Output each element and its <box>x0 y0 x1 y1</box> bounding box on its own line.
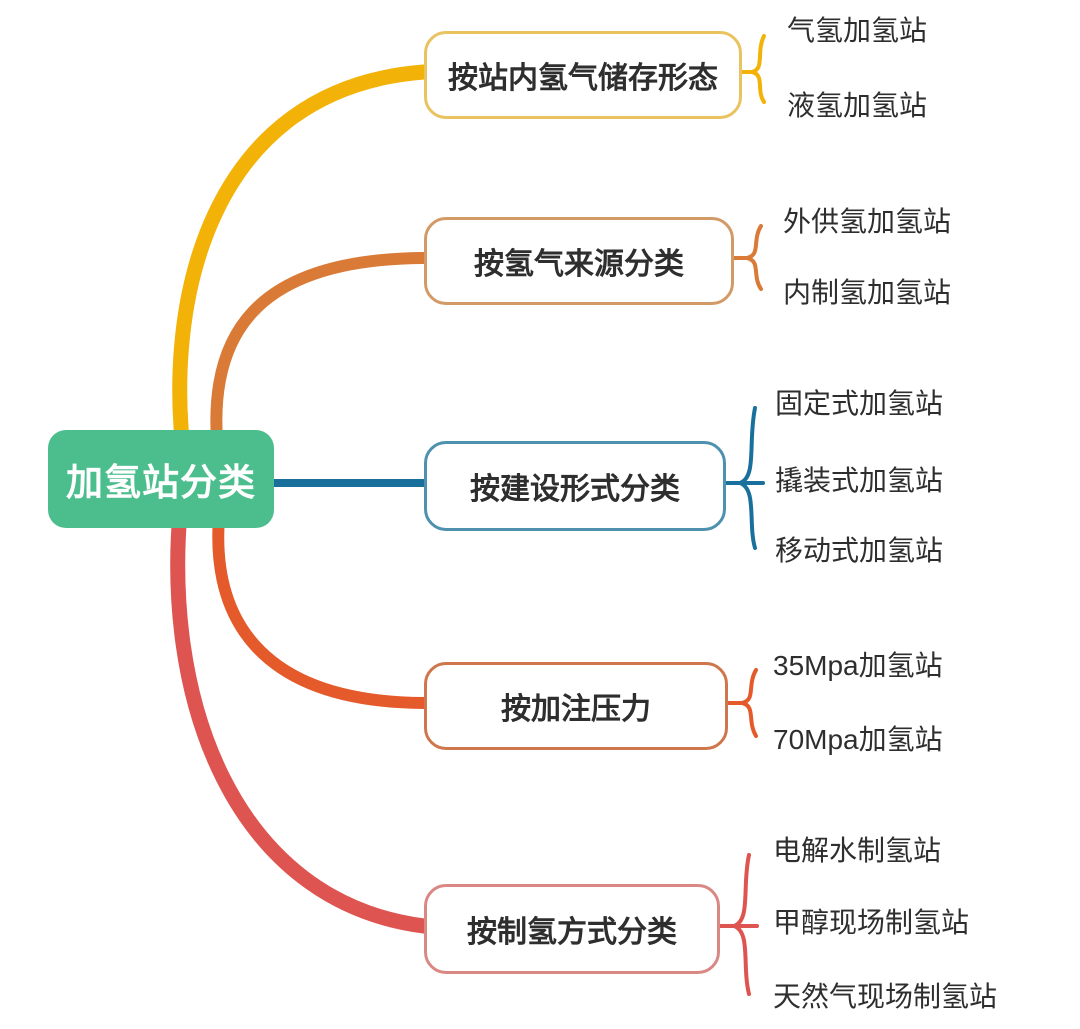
branch-node-pressure[interactable]: 按加注压力 <box>424 662 728 750</box>
connector-branch-source <box>210 252 430 474</box>
connector-branch-storage <box>172 64 432 473</box>
fork-branch-construction <box>718 406 765 550</box>
leaf-node-natgas-onsite[interactable]: 天然气现场制氢站 <box>773 981 998 1012</box>
branch-node-production[interactable]: 按制氢方式分类 <box>424 884 720 974</box>
leaf-node-methanol-onsite[interactable]: 甲醇现场制氢站 <box>773 907 970 938</box>
leaf-node-70mpa[interactable]: 70Mpa加氢站 <box>773 724 943 755</box>
leaf-node-external-supply[interactable]: 外供氢加氢站 <box>783 206 952 237</box>
leaf-node-gas-hydrogen[interactable]: 气氢加氢站 <box>787 15 928 46</box>
leaf-node-electrolysis[interactable]: 电解水制氢站 <box>773 835 942 866</box>
fork-branch-production <box>712 853 759 996</box>
branch-node-construction[interactable]: 按建设形式分类 <box>424 441 726 531</box>
root-node[interactable]: 加氢站分类 <box>48 430 274 528</box>
leaf-node-skid-mounted[interactable]: 撬装式加氢站 <box>775 465 944 496</box>
leaf-node-mobile[interactable]: 移动式加氢站 <box>775 535 944 566</box>
leaf-node-liquid-hydrogen[interactable]: 液氢加氢站 <box>787 90 928 121</box>
leaf-node-fixed[interactable]: 固定式加氢站 <box>775 388 944 419</box>
branch-node-storage[interactable]: 按站内氢气储存形态 <box>424 31 742 119</box>
branch-node-source[interactable]: 按氢气来源分类 <box>424 217 734 305</box>
leaf-node-35mpa[interactable]: 35Mpa加氢站 <box>773 650 943 681</box>
connector-branch-production <box>170 484 432 934</box>
leaf-node-onsite-made[interactable]: 内制氢加氢站 <box>783 277 952 308</box>
connector-branch-pressure <box>212 486 430 709</box>
